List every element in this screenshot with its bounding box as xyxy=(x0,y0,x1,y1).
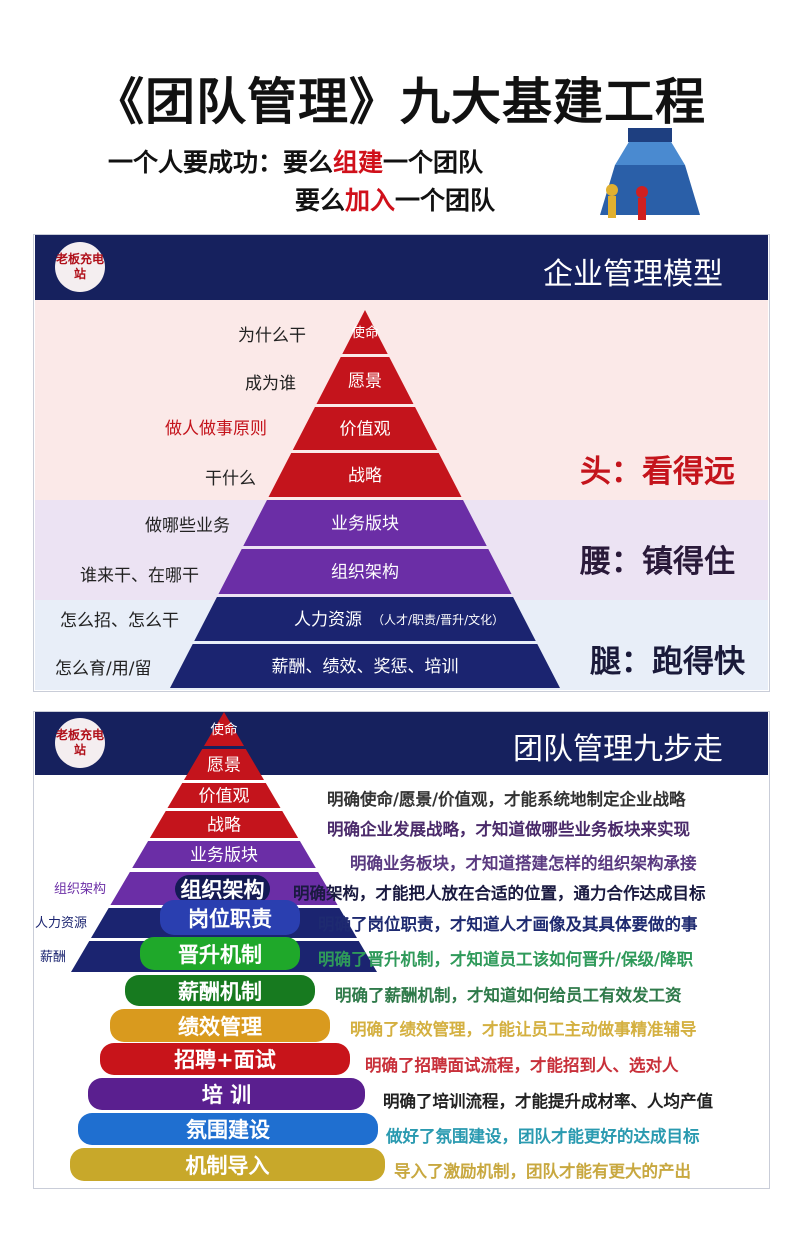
step-description: 导入了激励机制，团队才能有更大的产出 xyxy=(394,1162,691,1181)
hr-note: （人才/职责/晋升/文化） xyxy=(372,612,504,627)
step-description: 明确企业发展战略，才知道做哪些业务板块来实现 xyxy=(327,820,690,839)
pyramid-layer xyxy=(268,453,462,497)
team-building-illustration xyxy=(600,128,700,220)
steps-header: 团队管理九步走 xyxy=(35,712,768,775)
legs-label: 腿：跑得快 xyxy=(590,644,745,680)
question-label: 为什么干 xyxy=(238,326,306,346)
pyramid-layer-label: 业务版块 xyxy=(190,846,258,866)
model-title: 企业管理模型 xyxy=(543,257,723,292)
step-description: 明确了晋升机制，才知道员工该如何晋升/保级/降职 xyxy=(318,950,694,969)
pyramid-layer-label: 薪酬 xyxy=(40,950,66,965)
pyramid-layer xyxy=(132,841,316,868)
step-description: 明确了绩效管理，才能让员工主动做事精准辅导 xyxy=(350,1020,697,1039)
subtitle-highlight: 加入 xyxy=(345,186,396,215)
step-pill: 晋升机制 xyxy=(140,937,300,970)
head-label: 头：看得远 xyxy=(580,454,735,490)
step-description: 做好了氛围建设，团队才能更好的达成目标 xyxy=(386,1127,700,1146)
step-description: 明确业务板块，才知道搭建怎样的组织架构承接 xyxy=(350,854,697,873)
pyramid-layer-label: 价值观 xyxy=(199,787,250,807)
model-header: 企业管理模型 xyxy=(35,235,768,300)
steps-panel xyxy=(33,711,770,1189)
subtitle-highlight: 组建 xyxy=(333,148,384,177)
pyramid-layer xyxy=(342,310,388,354)
pyramid-layer xyxy=(292,407,438,450)
logo: 老板充电站 xyxy=(55,242,105,292)
pyramid-layer-label: 战略 xyxy=(207,816,241,836)
subtitle-text: 一个团队 xyxy=(383,148,484,177)
question-label: 干什么 xyxy=(205,469,256,489)
step-description: 明确了岗位职责，才知道人才画像及其具体要做的事 xyxy=(318,915,698,934)
step-description: 明确了招聘面试流程，才能招到人、选对人 xyxy=(365,1056,679,1075)
subtitle-line-2: 要么加入一个团队 xyxy=(295,181,495,217)
pyramid-layer-label: 业务版块 xyxy=(331,514,399,534)
subtitle-text: 要么 xyxy=(295,186,346,215)
pyramid-layer xyxy=(316,357,414,404)
pyramid-layer-label: 使命 xyxy=(210,721,238,738)
pyramid-layer xyxy=(194,597,536,641)
step-pill: 绩效管理 xyxy=(110,1009,330,1042)
step-pill: 招聘+面试 xyxy=(100,1043,350,1075)
pyramid-layer xyxy=(170,644,560,688)
pyramid-layer xyxy=(183,749,265,780)
pyramid-layer-label: 组织架构 xyxy=(54,882,106,897)
model-panel xyxy=(33,234,770,692)
pyramid-layer-label: 愿景 xyxy=(348,372,382,392)
step-description: 明确了薪酬机制，才知道如何给员工有效发工资 xyxy=(335,986,682,1005)
pyramid-layer-label: 人力资源 xyxy=(35,916,87,931)
step-description: 明确架构，才能把人放在合适的位置，通力合作达成目标 xyxy=(293,884,706,903)
question-label: 做人做事原则 xyxy=(165,419,267,439)
question-label: 谁来干、在哪干 xyxy=(80,566,199,586)
pyramid-layer-label: 人力资源 xyxy=(294,610,362,630)
question-label: 怎么育/用/留 xyxy=(55,659,152,679)
pyramid-layer xyxy=(149,811,299,838)
pyramid-layer-label: 价值观 xyxy=(340,420,391,440)
step-description: 明确了培训流程，才能提升成材率、人均产值 xyxy=(383,1092,713,1111)
pyramid-layer-label: 使命 xyxy=(351,324,379,341)
pyramid-layer xyxy=(243,500,487,546)
step-pill: 氛围建设 xyxy=(78,1113,378,1145)
step-pill: 岗位职责 xyxy=(160,900,300,935)
pyramid-layer-label: 组织架构 xyxy=(331,563,399,583)
step-pill: 培 训 xyxy=(88,1078,365,1110)
step-pill: 机制导入 xyxy=(70,1148,385,1181)
waist-label: 腰：镇得住 xyxy=(580,544,735,580)
steps-title: 团队管理九步走 xyxy=(513,732,723,767)
subtitle-line-1: 一个人要成功：要么组建一个团队 xyxy=(108,143,483,179)
logo: 老板充电站 xyxy=(55,718,105,768)
pyramid-layer-label: 愿景 xyxy=(207,756,241,776)
pyramid-layer xyxy=(218,549,512,594)
step-pill: 薪酬机制 xyxy=(125,975,315,1006)
pyramid-layer-label: 薪酬、绩效、奖惩、培训 xyxy=(272,657,459,677)
step-pill: 组织架构 xyxy=(175,875,270,903)
subtitle-text: 一个团队 xyxy=(395,186,496,215)
question-label: 怎么招、怎么干 xyxy=(60,611,179,631)
pyramid-layer xyxy=(167,783,281,808)
question-label: 成为谁 xyxy=(245,374,296,394)
step-description: 明确使命/愿景/价值观，才能系统地制定企业战略 xyxy=(327,790,686,809)
pyramid-layer-label: 战略 xyxy=(348,466,382,486)
subtitle-text: 一个人要成功：要么 xyxy=(108,148,334,177)
pyramid-layer xyxy=(203,712,245,746)
question-label: 做哪些业务 xyxy=(145,516,230,536)
main-title: 《团队管理》九大基建工程 xyxy=(94,73,706,131)
